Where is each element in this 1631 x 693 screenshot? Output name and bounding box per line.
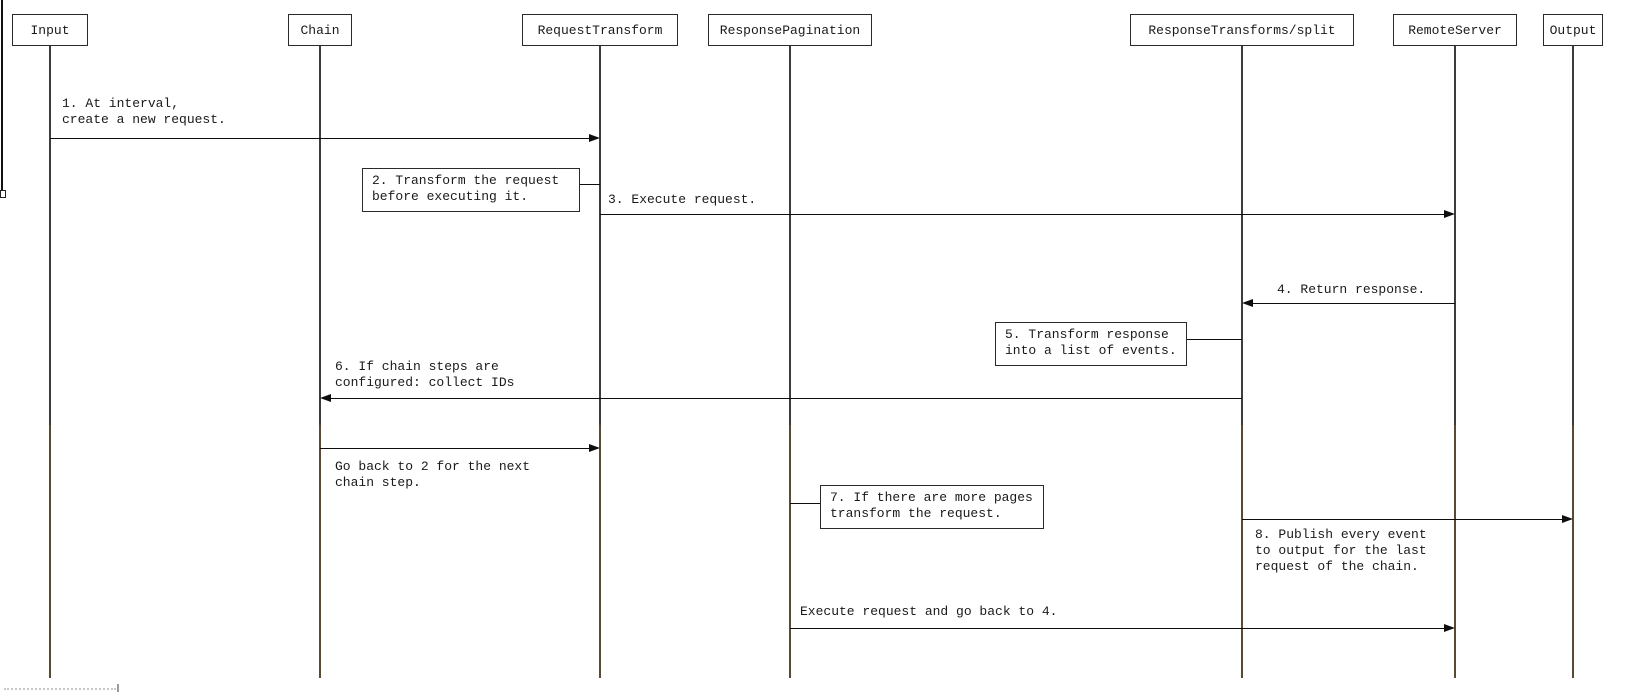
message-label-4: 4. Return response. [1277, 282, 1426, 297]
arrow-1-line [50, 138, 590, 139]
lifeline-response-pagination [789, 46, 791, 678]
arrow-goback-line [320, 448, 590, 449]
left-edge-line [1, 0, 3, 191]
lifeline-response-transforms-split [1241, 46, 1243, 678]
arrow-1-head-icon [589, 134, 600, 142]
arrow-4-head-icon [1242, 299, 1253, 307]
arrow-6-line [330, 398, 1242, 399]
actor-box-response-transforms-split: ResponseTransforms/split [1130, 14, 1354, 46]
bottom-cropped-text-artifact [4, 688, 116, 690]
actor-label-chain: Chain [300, 22, 340, 38]
actor-box-input: Input [12, 14, 88, 46]
note-5-connector [1187, 339, 1242, 340]
actor-box-remote-server: RemoteServer [1393, 14, 1517, 46]
arrow-8-line [1242, 519, 1563, 520]
actor-box-output: Output [1543, 14, 1603, 46]
actor-label-output: Output [1549, 22, 1597, 38]
note-box-7: 7. If there are more pages transform the… [820, 485, 1044, 529]
arrow-execute-line [790, 628, 1445, 629]
arrow-3-line [600, 214, 1445, 215]
actor-box-request-transform: RequestTransform [522, 14, 678, 46]
lifeline-output [1572, 46, 1574, 678]
actor-label-response-transforms-split: ResponseTransforms/split [1148, 22, 1336, 38]
arrow-3-head-icon [1444, 210, 1455, 218]
actor-box-chain: Chain [288, 14, 352, 46]
lifeline-chain [319, 46, 321, 678]
arrow-execute-head-icon [1444, 624, 1455, 632]
lifeline-remote-server [1454, 46, 1456, 678]
actor-label-input: Input [30, 22, 70, 38]
lifeline-request-transform [599, 46, 601, 678]
note-7-connector [790, 503, 820, 504]
left-edge-notch [0, 190, 6, 198]
arrow-8-head-icon [1562, 515, 1573, 523]
arrow-6-head-icon [320, 394, 331, 402]
note-box-2: 2. Transform the request before executin… [362, 168, 580, 212]
message-label-3: 3. Execute request. [608, 192, 757, 207]
arrow-goback-head-icon [589, 444, 600, 452]
lifeline-input [49, 46, 51, 678]
message-label-goback: Go back to 2 for the next chain step. [335, 459, 531, 490]
message-label-8: 8. Publish every event to output for the… [1255, 527, 1427, 574]
actor-label-request-transform: RequestTransform [537, 22, 663, 38]
note-2-connector [580, 184, 600, 185]
actor-label-remote-server: RemoteServer [1408, 22, 1502, 38]
bottom-cropped-tick [117, 684, 119, 692]
actor-label-response-pagination: ResponsePagination [719, 22, 861, 38]
message-label-1: 1. At interval, create a new request. [62, 96, 226, 127]
message-label-execute: Execute request and go back to 4. [800, 604, 1058, 619]
message-label-6: 6. If chain steps are configured: collec… [335, 359, 515, 390]
arrow-4-line [1252, 303, 1455, 304]
note-box-5: 5. Transform response into a list of eve… [995, 322, 1187, 366]
actor-box-response-pagination: ResponsePagination [708, 14, 872, 46]
